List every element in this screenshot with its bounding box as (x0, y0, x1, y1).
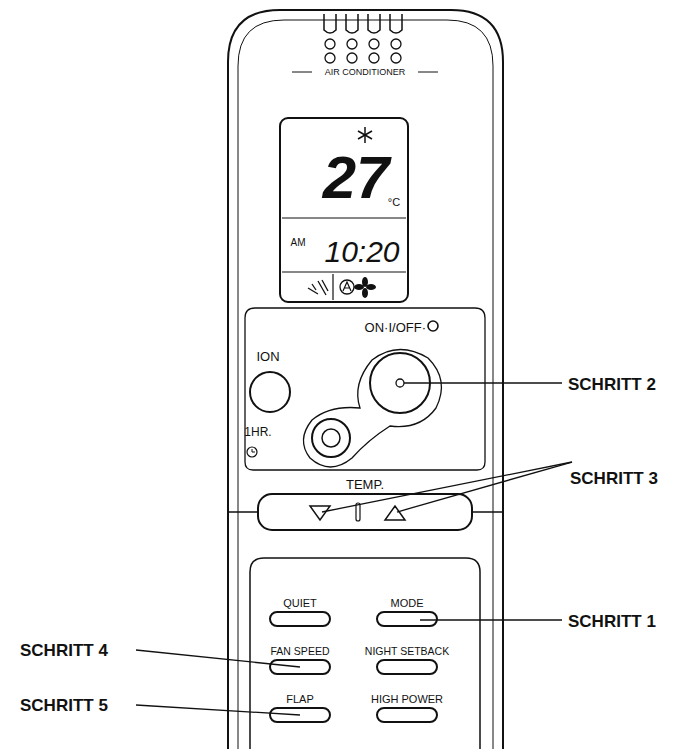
step-callout: SCHRITT 3 (570, 470, 658, 487)
timer-button (312, 419, 350, 457)
step-callout: SCHRITT 2 (568, 376, 656, 393)
button-label: FAN SPEED (271, 646, 330, 657)
swing-icon (308, 280, 328, 295)
lower-panel (250, 558, 480, 749)
auto-icon (343, 282, 351, 291)
fan-icon (354, 277, 376, 298)
remote-housing (228, 10, 503, 749)
lcd-clock: 10:20 (324, 237, 399, 267)
vent-holes (325, 39, 401, 63)
button-label: FLAP (286, 694, 314, 705)
brand-label: AIR CONDITIONER (325, 68, 406, 77)
lcd-am: AM (291, 238, 306, 248)
button-label: HIGH POWER (371, 694, 443, 705)
step-callout: SCHRITT 5 (20, 697, 108, 714)
button-label: TEMP. (346, 478, 384, 491)
clock-hands (252, 449, 255, 452)
snowflake-icon (358, 127, 372, 143)
auto-icon (340, 280, 354, 294)
button-label: ION (256, 350, 279, 363)
button-panel (245, 308, 485, 470)
off-symbol (428, 321, 438, 331)
on-off-dot (396, 379, 404, 387)
housing-seam (228, 511, 503, 513)
ion-button (250, 372, 290, 412)
timer-ring (322, 429, 340, 447)
leader-lines (136, 383, 572, 715)
button-label: QUIET (283, 598, 317, 609)
temp-up-arrow (385, 506, 405, 520)
button-label: MODE (391, 598, 424, 609)
step-callout: SCHRITT 1 (568, 613, 656, 630)
rule (292, 72, 312, 73)
housing-inner-line (238, 20, 493, 749)
vent-slots (324, 14, 402, 33)
lcd-screen (280, 118, 408, 302)
lcd-divider (282, 217, 406, 218)
lcd-unit: °C (388, 197, 400, 208)
button-surround (303, 349, 441, 467)
lcd-divider (332, 274, 333, 300)
lcd-divider (282, 271, 406, 272)
rule (418, 72, 438, 73)
clock-icon (247, 447, 257, 457)
temp-down-arrow (310, 506, 330, 520)
step-callout: SCHRITT 4 (20, 642, 108, 659)
button-label: NIGHT SETBACK (365, 646, 449, 657)
button-label: 1HR. (244, 426, 271, 438)
lcd-temperature: 27 (323, 148, 390, 208)
button-label: ON·I/OFF· (365, 321, 426, 334)
